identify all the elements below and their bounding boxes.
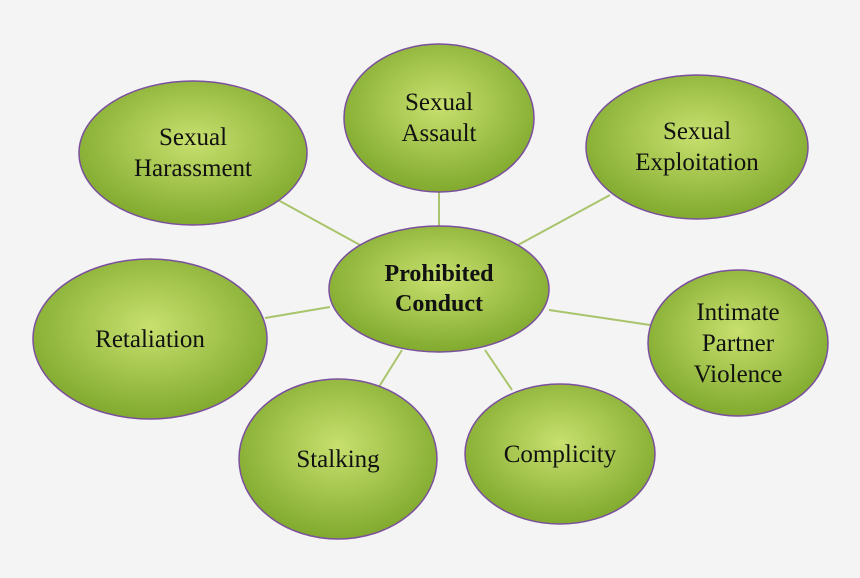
connector-sexual-harassment [277,199,361,246]
bubble-complicity [464,383,656,525]
bubble-stalking [238,378,438,540]
connector-sexual-exploitation [517,194,611,246]
connector-intimate-partner-violence [548,309,651,326]
bubble-intimate-partner-violence [647,269,829,417]
bubble-sexual-harassment [78,80,308,226]
connector-complicity [484,349,513,391]
connector-lines [264,190,651,391]
bubble-retaliation [32,258,268,420]
connector-stalking [376,349,403,391]
connector-retaliation [264,306,331,319]
bubble-sexual-assault [343,43,535,193]
center-bubble [328,225,550,353]
bubble-sexual-exploitation [585,74,809,220]
bubble-shapes [32,43,829,540]
